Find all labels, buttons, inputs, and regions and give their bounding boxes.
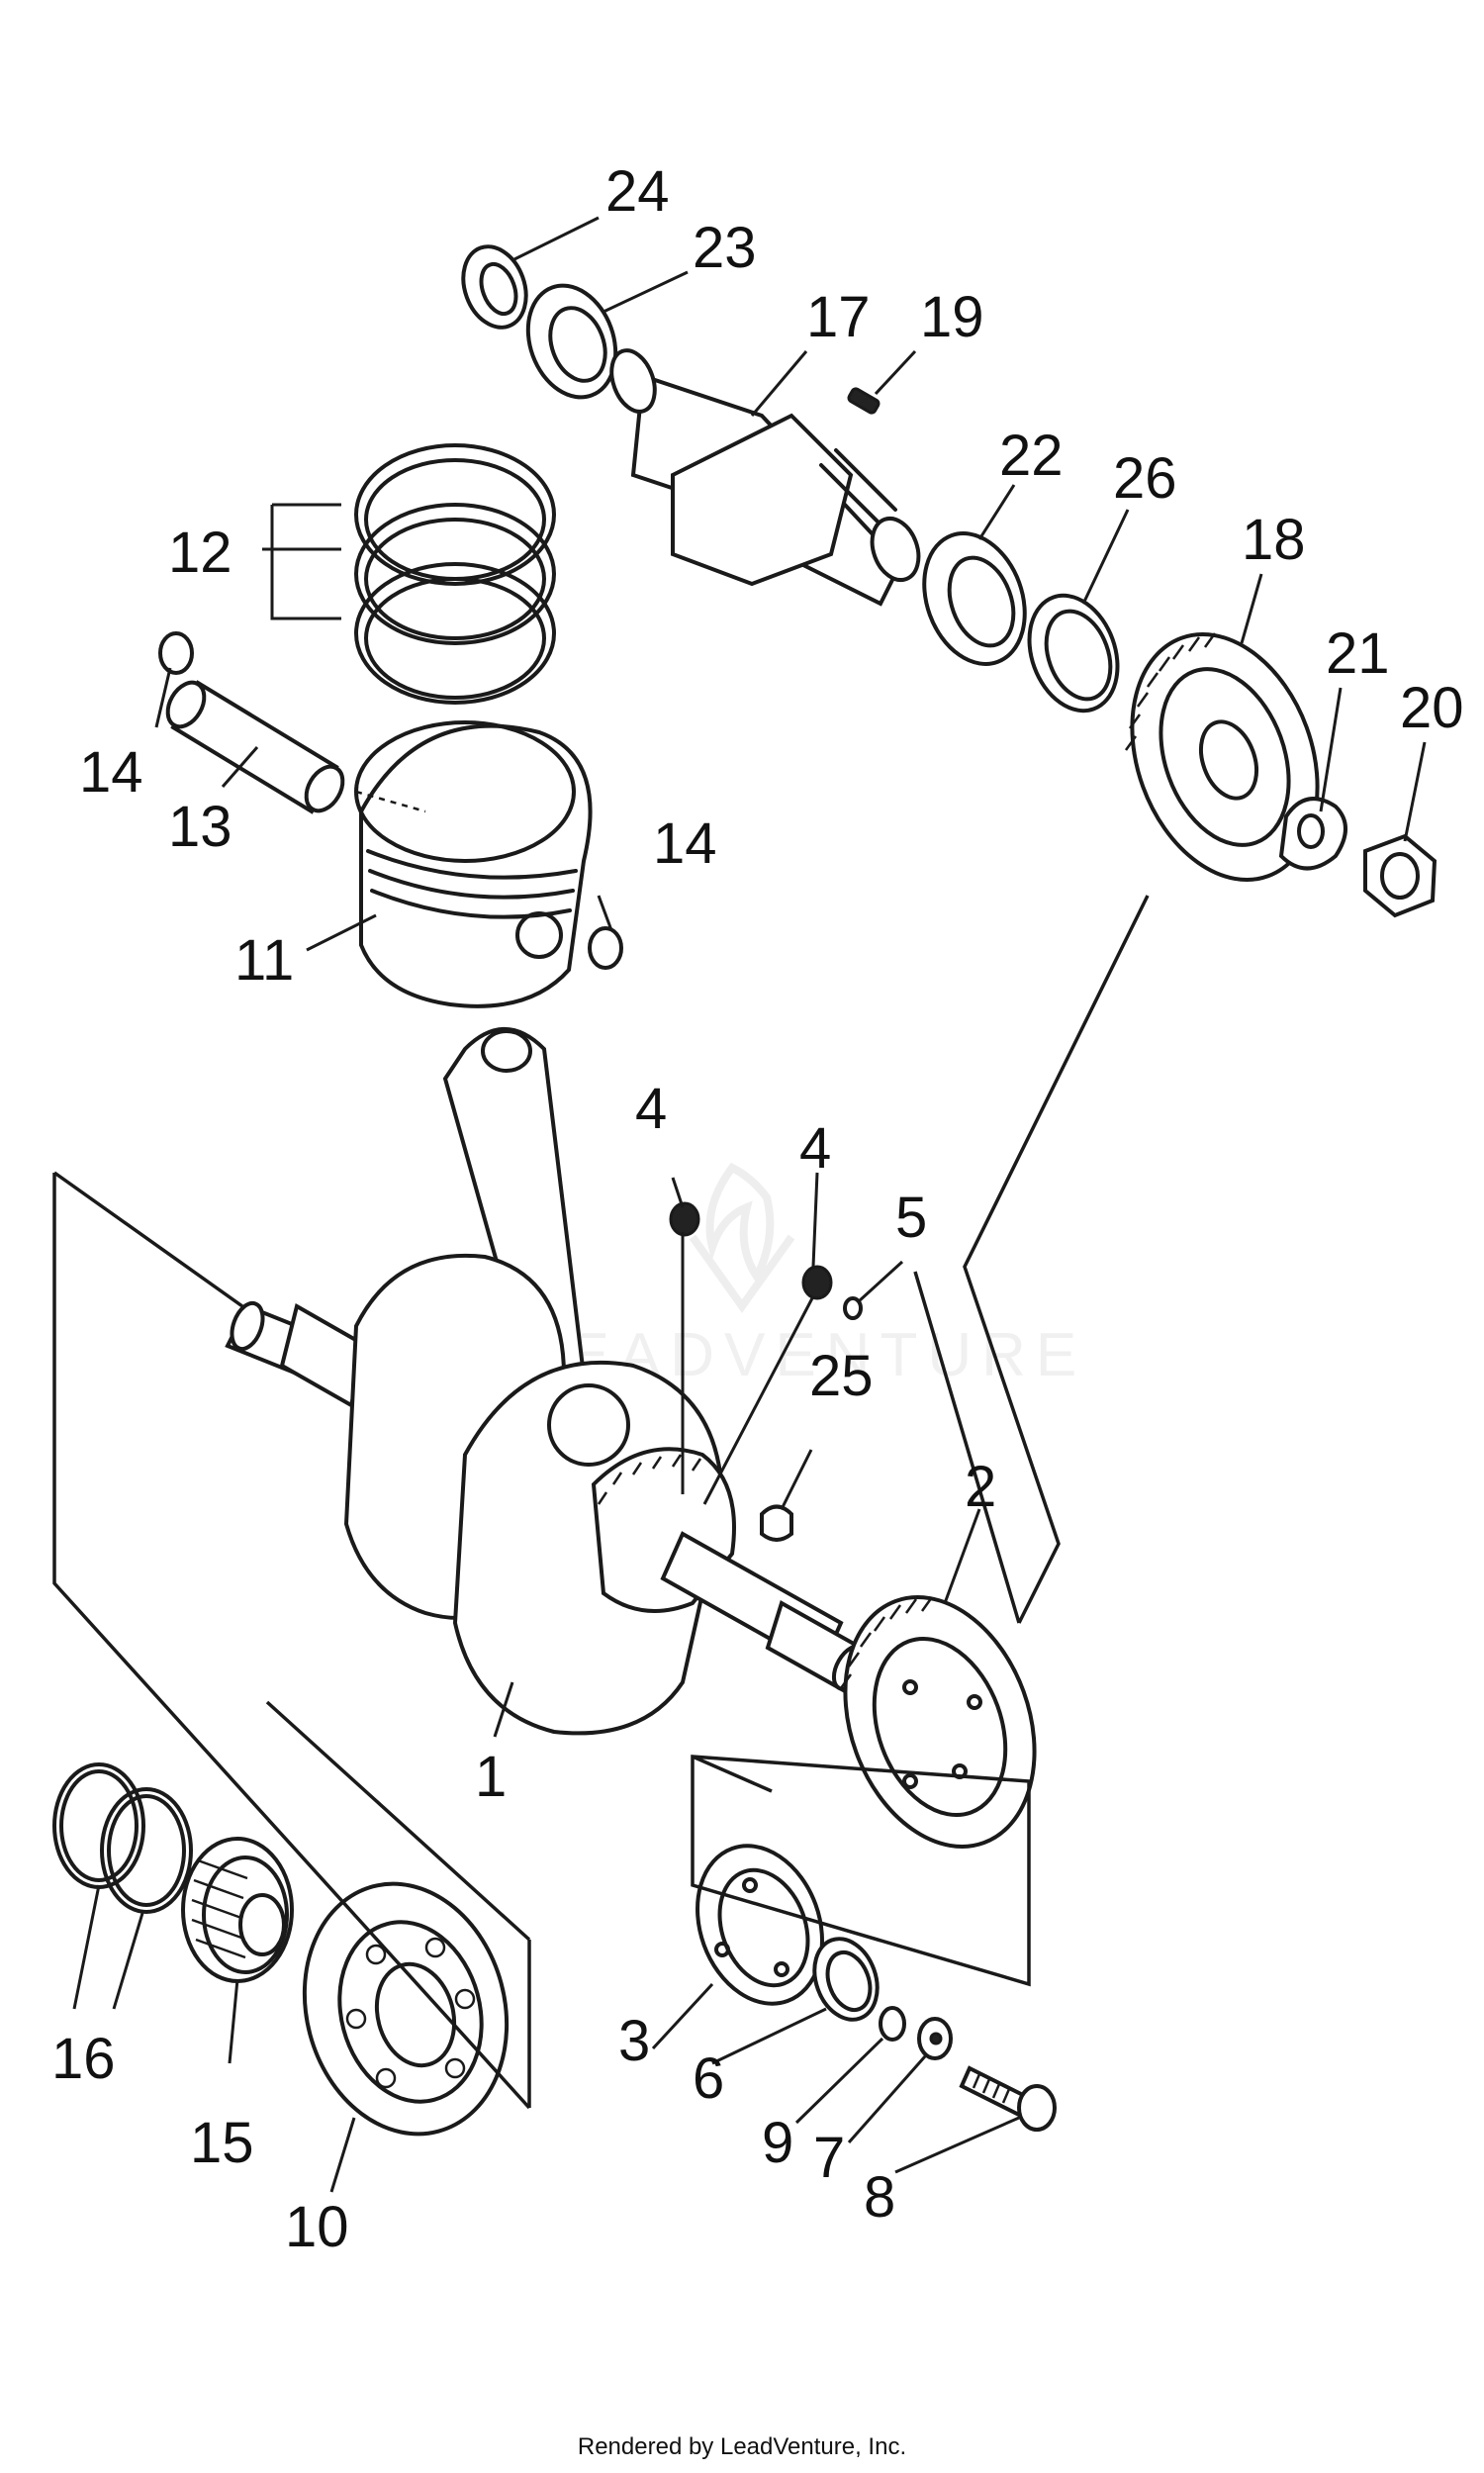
part-key-19 [847,387,881,415]
part-circlips-16 [52,1762,193,1914]
callout-3: 3 [618,2009,650,2073]
part-circlip-14-right [588,926,623,970]
callout-10: 10 [285,2195,349,2259]
part-gear-15 [181,1837,294,1983]
part-o-ring-9 [879,2006,906,2042]
footer-credit: Rendered by LeadVenture, Inc. [578,2433,906,2460]
callout-21: 21 [1326,621,1390,686]
part-circlip-14-left [158,631,194,675]
part-balancer-shaft-17 [609,348,921,607]
callout-24: 24 [605,159,670,224]
part-key-25 [760,1504,793,1542]
callout-11: 11 [234,928,294,993]
callout-9: 9 [762,2111,793,2175]
callout-13: 13 [168,795,232,859]
callout-7: 7 [813,2126,845,2190]
callout-14-left: 14 [79,740,143,805]
part-bearing-10 [302,1881,510,2137]
part-plate-3 [696,1844,824,2006]
part-drive-gear-2 [839,1595,1037,1849]
callout-22: 22 [999,424,1064,488]
callout-labels: 24 23 17 19 22 26 18 21 20 12 14 13 14 1… [51,159,1464,2259]
callout-1: 1 [475,1745,507,1809]
part-dowel-4-left [669,1201,700,1237]
part-oil-seal-24 [461,244,528,330]
leader-lines [72,216,1427,2193]
part-balancer-gear-18 [1124,632,1320,882]
callout-12: 12 [168,521,232,585]
part-pin-5 [843,1296,863,1320]
part-crankshaft-assembly-1 [225,1027,871,1736]
part-bolt-8 [959,2065,1057,2132]
callout-17: 17 [806,285,871,349]
callout-4-right: 4 [799,1116,831,1181]
watermark-logo-icon [689,1162,795,1313]
callout-2: 2 [965,1455,996,1519]
bracket-frames [52,895,1150,2110]
part-piston-pin-13 [165,680,345,814]
part-piston-rings-12 [354,443,556,705]
callout-15: 15 [190,2111,254,2175]
callout-18: 18 [1242,508,1306,572]
callout-19: 19 [920,285,984,349]
callout-26: 26 [1113,446,1177,511]
part-dowel-4-right [801,1265,833,1300]
callout-6: 6 [693,2046,724,2111]
callout-8: 8 [864,2165,895,2230]
callout-5: 5 [895,1186,927,1250]
callout-23: 23 [693,216,757,280]
part-nut-20 [1363,833,1438,918]
part-spacer-26 [1027,593,1120,713]
callout-4-left: 4 [635,1077,667,1141]
callout-20: 20 [1400,676,1464,740]
part-lock-washer-21 [1278,797,1347,871]
part-washer-6 [812,1937,880,2022]
callout-14-right: 14 [653,811,717,876]
part-bearing-22 [922,531,1027,666]
part-bearing-23 [525,283,618,400]
part-piston-11 [354,720,593,1008]
callout-25: 25 [809,1344,874,1408]
callout-16: 16 [51,2027,116,2091]
part-washer-7 [917,2017,953,2060]
